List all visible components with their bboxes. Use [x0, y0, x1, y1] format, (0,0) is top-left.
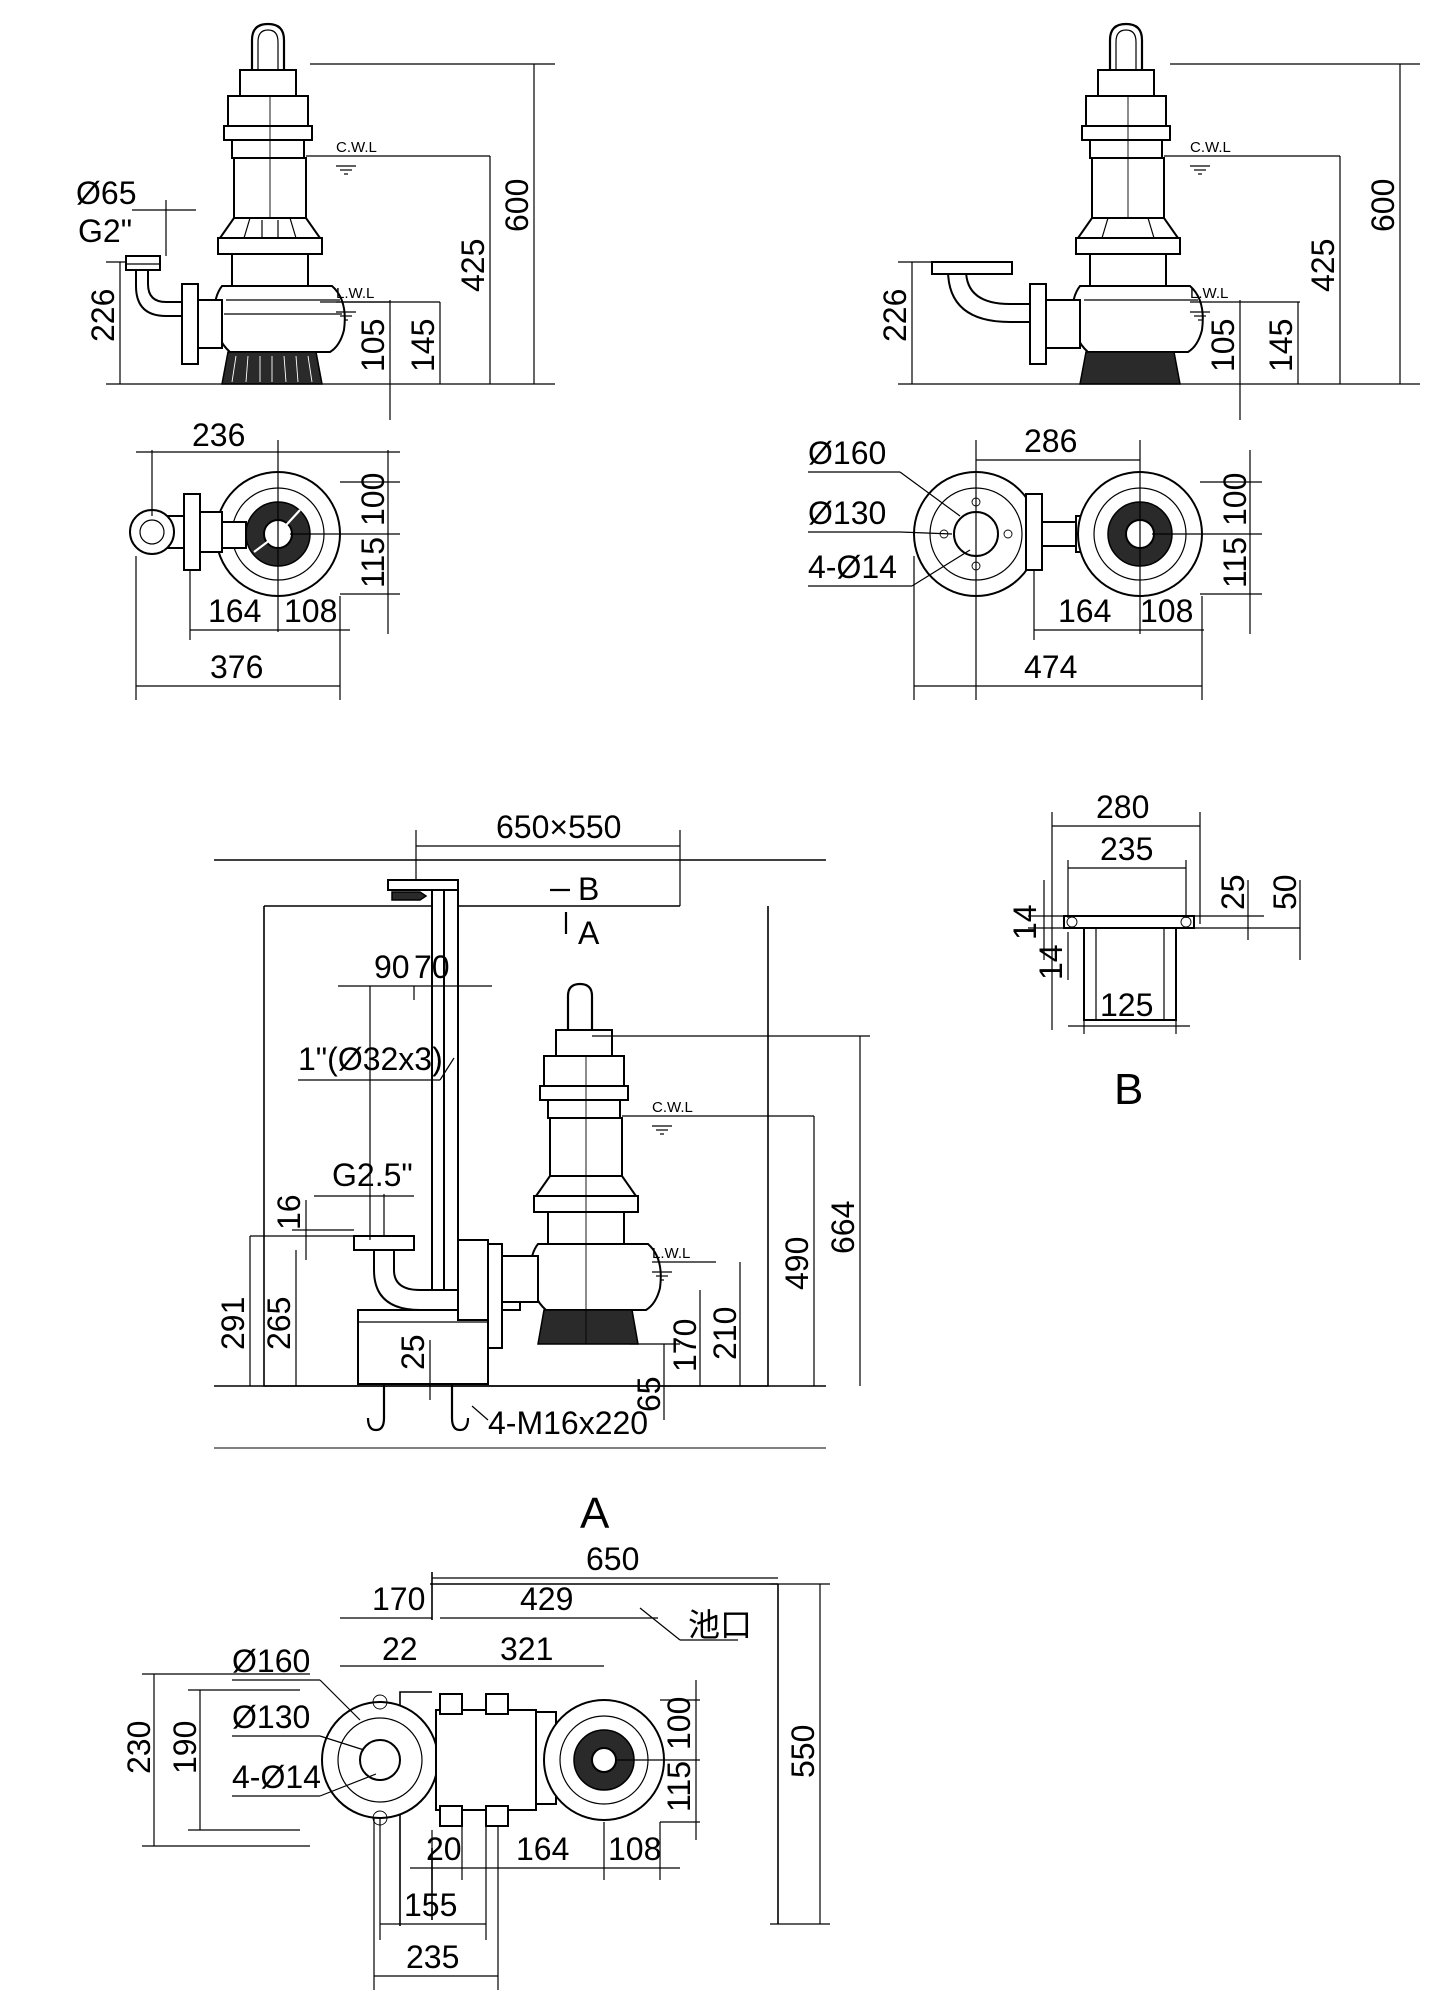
v2-flange-130: Ø130	[808, 495, 886, 531]
a-230: 230	[121, 1721, 157, 1774]
dim-265: 265	[261, 1297, 297, 1350]
a-flange-130: Ø130	[232, 1699, 310, 1735]
view-2-elevation: C.W.L L.W.L 600 425 145 105 226	[877, 22, 1420, 420]
v1-outlet-dia: Ø65	[76, 175, 136, 211]
bolts: 4-M16x220	[488, 1405, 648, 1441]
dim-210: 210	[707, 1307, 743, 1360]
v2-height-226: 226	[877, 289, 913, 342]
v1-plan-236: 236	[192, 417, 245, 453]
dim-170: 170	[667, 1319, 703, 1372]
v1-plan-108: 108	[284, 593, 337, 629]
a-190: 190	[167, 1721, 203, 1774]
b-14a: 14	[1007, 904, 1043, 940]
v1-outlet-thread: G2"	[78, 213, 132, 249]
b-25: 25	[1215, 874, 1251, 910]
v1-height-105: 105	[355, 319, 391, 372]
pit-mouth: 池口	[688, 1607, 752, 1643]
a-22: 22	[382, 1631, 418, 1667]
view-2-plan: 286 Ø160 Ø130 4-Ø14 100 115 164 108 474	[808, 423, 1262, 700]
v2-plan-115: 115	[1217, 537, 1253, 588]
dim-70: 70	[414, 949, 450, 985]
a-550: 550	[785, 1725, 821, 1778]
a-flange-160: Ø160	[232, 1643, 310, 1679]
v1-plan-376: 376	[210, 649, 263, 685]
a-155: 155	[404, 1887, 457, 1923]
a-170: 170	[372, 1581, 425, 1617]
v2-holes: 4-Ø14	[808, 549, 897, 585]
a-164: 164	[516, 1831, 569, 1867]
pit-size: 650×550	[496, 809, 621, 845]
b-280: 280	[1096, 789, 1149, 825]
installation-section: C.W.L L.W.L 650×550 B A 90 70 1"(Ø32x3) …	[214, 809, 870, 1449]
dim-490: 490	[779, 1237, 815, 1290]
dim-664: 664	[825, 1201, 861, 1254]
a-429: 429	[520, 1581, 573, 1617]
b-50: 50	[1267, 874, 1303, 910]
section-b-mark: B	[578, 871, 599, 907]
detail-b-label: B	[1114, 1065, 1143, 1114]
dim-90: 90	[374, 949, 410, 985]
v2-height-600: 600	[1365, 179, 1401, 232]
v2-plan-108: 108	[1140, 593, 1193, 629]
view-1-plan: 236 100 115 164 108 376	[129, 417, 400, 700]
install-lwl: L.W.L	[652, 1245, 690, 1262]
lwl-label-2: L.W.L	[1190, 285, 1228, 302]
v2-height-105: 105	[1205, 319, 1241, 372]
v1-height-425: 425	[455, 239, 491, 292]
dim-65: 65	[631, 1376, 667, 1412]
b-235: 235	[1100, 831, 1153, 867]
a-115: 115	[661, 1761, 697, 1812]
lwl-label: L.W.L	[336, 285, 374, 302]
v2-plan-286: 286	[1024, 423, 1077, 459]
b-14b: 14	[1033, 944, 1069, 980]
v2-height-425: 425	[1305, 239, 1341, 292]
v1-height-145: 145	[405, 319, 441, 372]
install-cwl: C.W.L	[652, 1099, 693, 1116]
a-650: 650	[586, 1541, 639, 1577]
a-235: 235	[406, 1939, 459, 1975]
a-20: 20	[426, 1831, 462, 1867]
b-125: 125	[1100, 987, 1153, 1023]
dim-291: 291	[215, 1297, 251, 1350]
view-a: A 650 170 429 池口 22 321 Ø160	[121, 1489, 830, 1990]
cwl-label-2: C.W.L	[1190, 139, 1231, 156]
view-1-elevation: C.W.L L.W.L 600 425 145 105 226 Ø65 G2"	[76, 22, 555, 420]
view-a-label: A	[580, 1489, 610, 1538]
guide-pipe: 1"(Ø32x3)	[298, 1041, 443, 1077]
detail-b: 280 235 25 50 14 14 125 B	[1007, 789, 1303, 1114]
cwl-label: C.W.L	[336, 139, 377, 156]
dim-16: 16	[271, 1194, 307, 1230]
v1-plan-164: 164	[208, 593, 261, 629]
v2-plan-100: 100	[1217, 473, 1253, 526]
a-321: 321	[500, 1631, 553, 1667]
v2-flange-160: Ø160	[808, 435, 886, 471]
v1-height-600: 600	[499, 179, 535, 232]
dim-25: 25	[395, 1334, 431, 1370]
a-100: 100	[661, 1697, 697, 1750]
v2-plan-164: 164	[1058, 593, 1111, 629]
v2-height-145: 145	[1263, 319, 1299, 372]
v1-height-226: 226	[85, 289, 121, 342]
section-a-mark: A	[578, 915, 600, 951]
v2-plan-474: 474	[1024, 649, 1077, 685]
a-holes: 4-Ø14	[232, 1759, 321, 1795]
a-108: 108	[608, 1831, 661, 1867]
v1-plan-115: 115	[355, 537, 391, 588]
outlet-g25: G2.5"	[332, 1157, 413, 1193]
v1-plan-100: 100	[355, 473, 391, 526]
